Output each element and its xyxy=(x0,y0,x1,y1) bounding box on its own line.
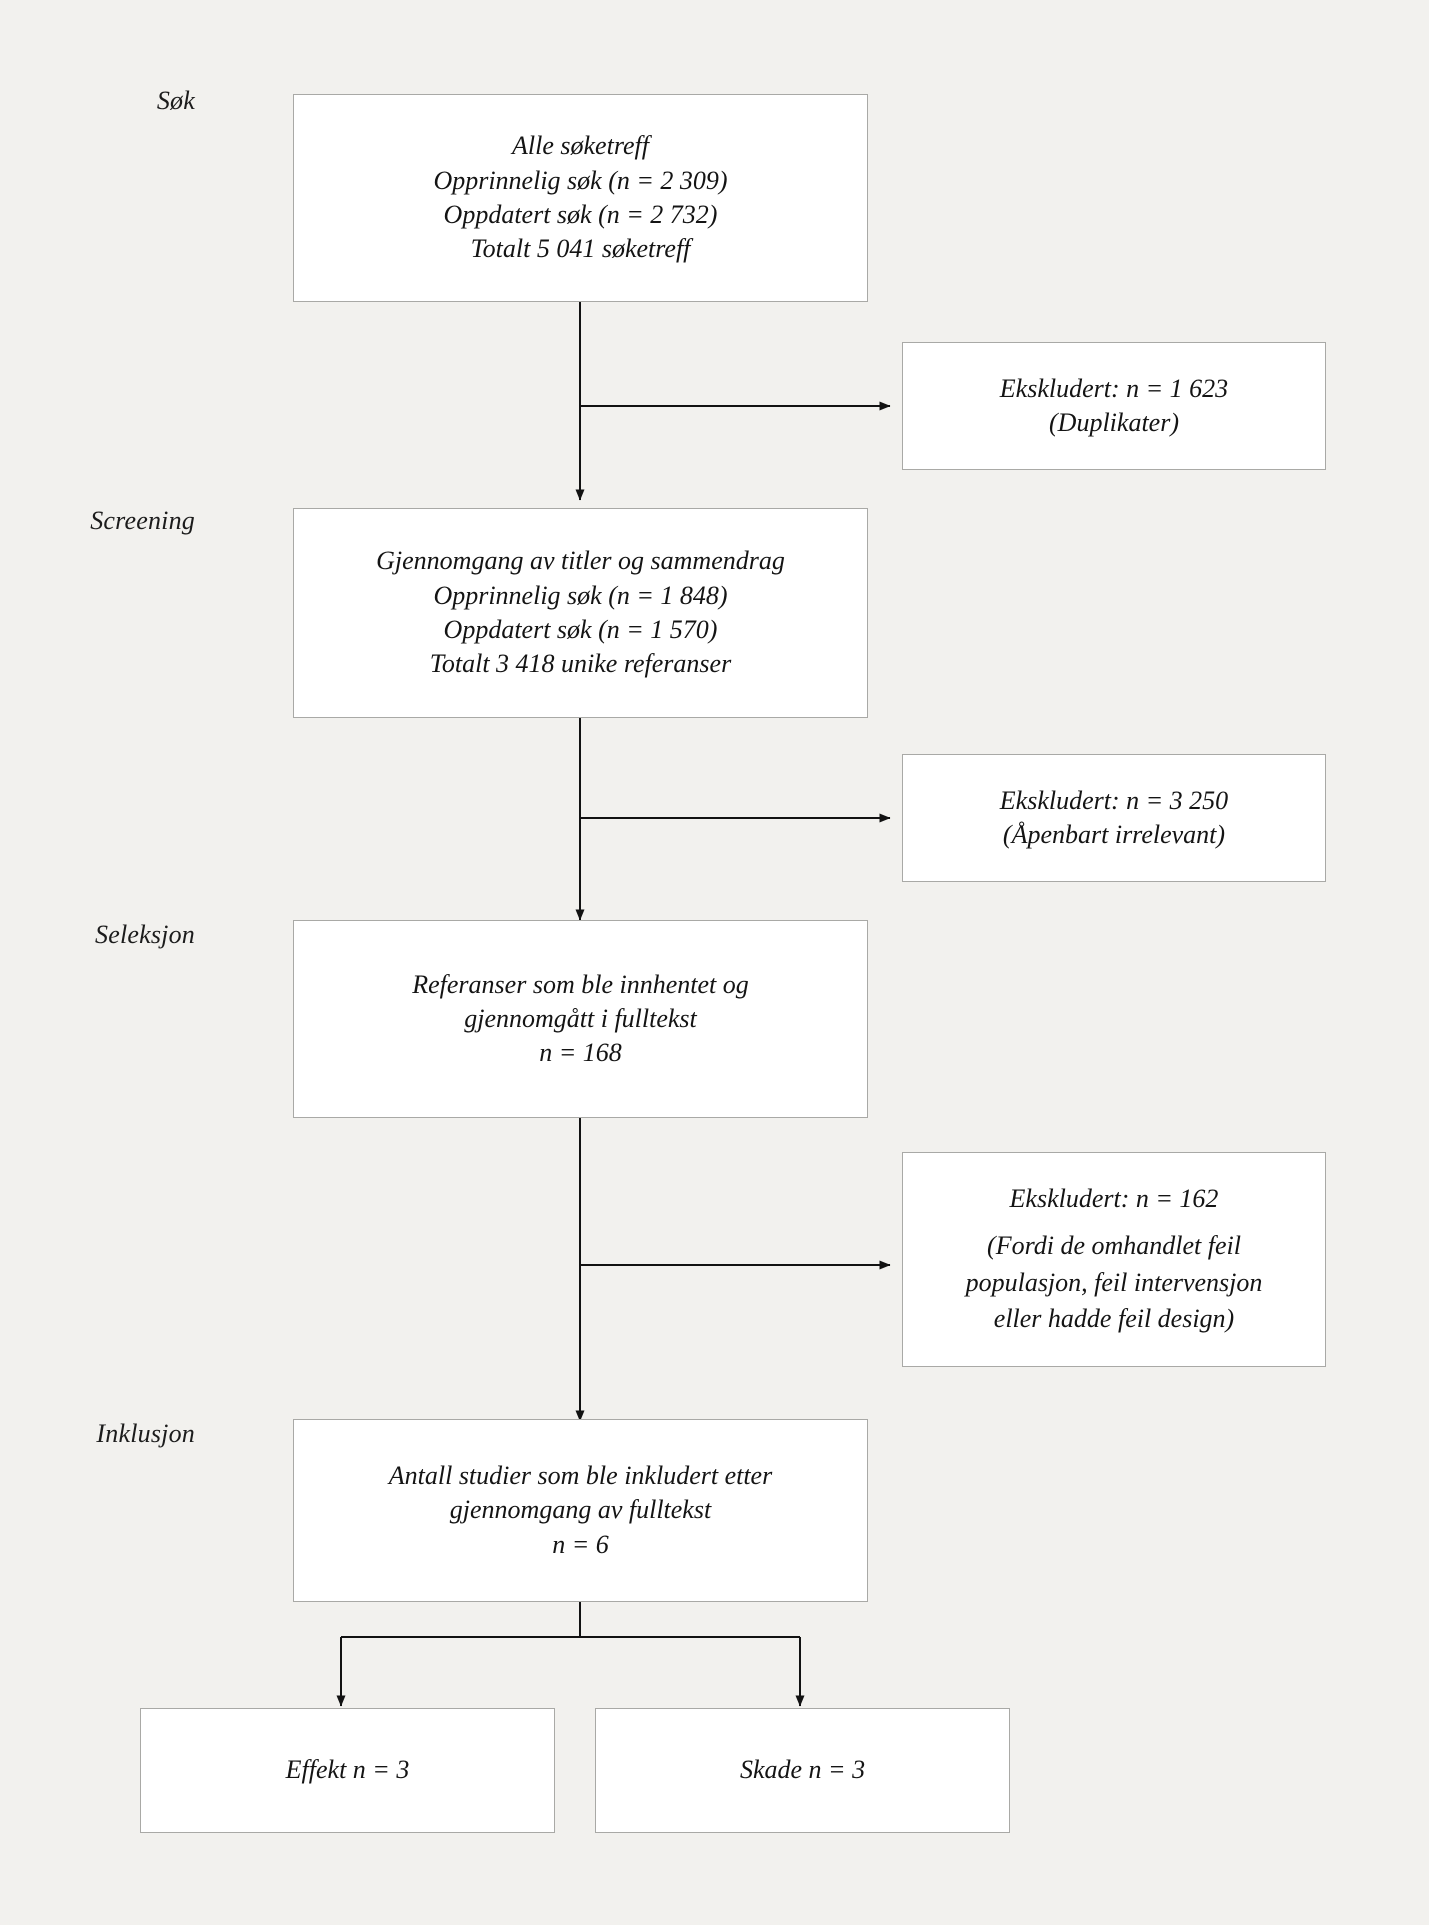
box-excluded-fulltext-line-2: (Fordi de omhandlet feil xyxy=(987,1230,1241,1260)
box-excluded-fulltext-line-3: populasjon, feil intervensjon xyxy=(965,1267,1263,1297)
box-all-search-hits-line-2: Opprinnelig søk (n = 2 309) xyxy=(433,165,728,195)
box-title-abstract-screening-line-4: Totalt 3 418 unike referanser xyxy=(429,649,732,679)
box-all-search-hits: Alle søketreff Opprinnelig søk (n = 2 30… xyxy=(293,94,868,302)
box-title-abstract-screening-line-3: Oppdatert søk (n = 1 570) xyxy=(443,615,718,644)
box-outcome-harm-label: Skade n = 3 xyxy=(739,1755,866,1785)
box-excluded-duplicates-line-2: (Duplikater) xyxy=(1049,408,1179,437)
box-excluded-fulltext-line-4: eller hadde feil design) xyxy=(993,1304,1235,1334)
box-included-studies-line-3: n = 6 xyxy=(552,1529,609,1559)
box-fulltext-retrieved-line-2: gjennomgått i fulltekst xyxy=(464,1003,697,1033)
box-excluded-irrelevant-line-2: (Åpenbart irrelevant) xyxy=(1002,820,1226,849)
box-title-abstract-screening-line-2: Opprinnelig søk (n = 1 848) xyxy=(433,580,728,610)
box-included-studies-line-2: gjennomgang av fulltekst xyxy=(449,1495,712,1525)
box-excluded-fulltext: Ekskludert: n = 162 (Fordi de omhandlet … xyxy=(902,1152,1326,1367)
box-excluded-fulltext-line-1: Ekskludert: n = 162 xyxy=(1009,1183,1219,1213)
box-outcome-effect-label: Effekt n = 3 xyxy=(285,1755,410,1785)
box-all-search-hits-line-1: Alle søketreff xyxy=(512,131,649,161)
stage-label-seleksjon: Seleksjon xyxy=(95,920,195,949)
box-fulltext-retrieved-line-3: n = 168 xyxy=(539,1038,622,1068)
box-fulltext-retrieved: Referanser som ble innhentet og gjennomg… xyxy=(293,920,868,1118)
box-excluded-irrelevant-line-1: Ekskludert: n = 3 250 xyxy=(999,785,1229,815)
box-included-studies: Antall studier som ble inkludert etter g… xyxy=(293,1419,868,1602)
box-title-abstract-screening-line-1: Gjennomgang av titler og sammendrag xyxy=(376,546,785,576)
box-all-search-hits-line-4: Totalt 5 041 søketreff xyxy=(470,234,691,264)
box-title-abstract-screening: Gjennomgang av titler og sammendrag Oppr… xyxy=(293,508,868,718)
box-all-search-hits-line-3: Oppdatert søk (n = 2 732) xyxy=(443,200,718,229)
box-outcome-effect: Effekt n = 3 xyxy=(140,1708,555,1833)
box-excluded-duplicates-line-1: Ekskludert: n = 1 623 xyxy=(999,373,1229,403)
stage-label-screening: Screening xyxy=(90,506,195,535)
stage-label-sok: Søk xyxy=(156,86,195,115)
box-excluded-duplicates: Ekskludert: n = 1 623 (Duplikater) xyxy=(902,342,1326,470)
box-outcome-harm: Skade n = 3 xyxy=(595,1708,1010,1833)
box-included-studies-line-1: Antall studier som ble inkludert etter xyxy=(388,1461,773,1491)
box-excluded-irrelevant: Ekskludert: n = 3 250 (Åpenbart irreleva… xyxy=(902,754,1326,882)
box-fulltext-retrieved-line-1: Referanser som ble innhentet og xyxy=(412,969,749,999)
stage-label-inklusjon: Inklusjon xyxy=(96,1419,195,1448)
